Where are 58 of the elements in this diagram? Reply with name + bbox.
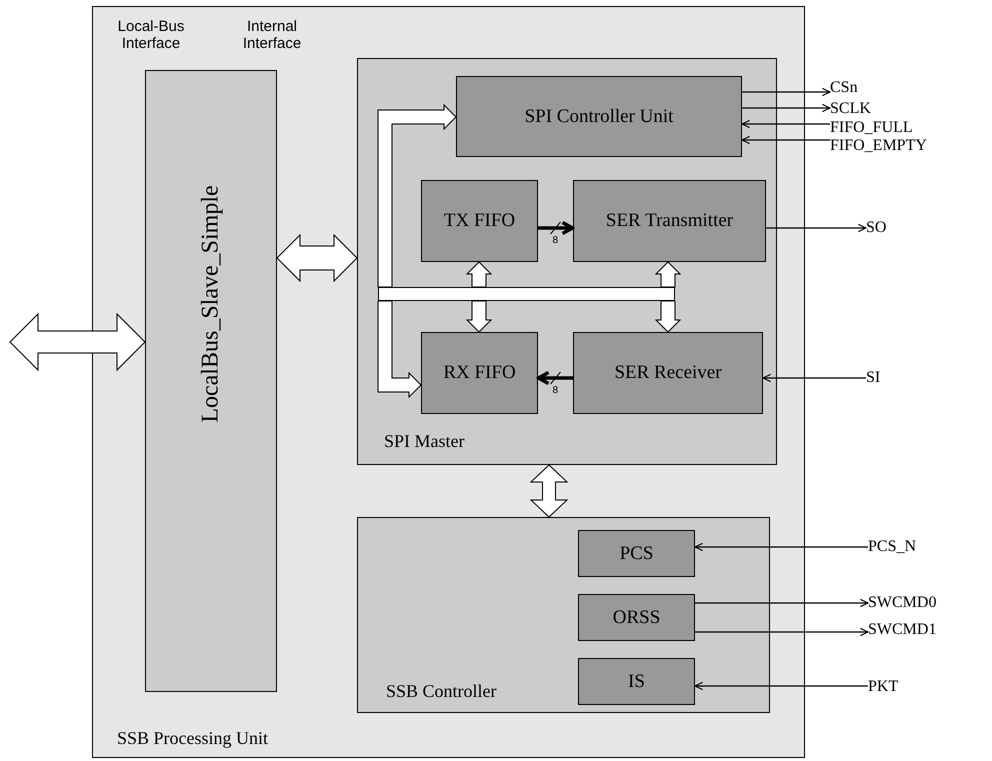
block-box [456, 76, 742, 157]
block-box [578, 594, 695, 641]
interface-label: Internal Interface [242, 18, 302, 52]
unit-panel [92, 6, 805, 758]
block-box [421, 332, 538, 414]
module-bar [145, 70, 277, 692]
block-box [421, 180, 538, 262]
block-title: SER Receiver [614, 362, 722, 384]
signal-label: CSn [830, 79, 858, 97]
panel-title: SPI Master [384, 431, 464, 452]
bus-arrow [654, 300, 682, 333]
bus-arrow [378, 300, 422, 398]
signal-label: PCS_N [868, 538, 916, 556]
block-title: PCS [620, 542, 654, 564]
signal-arrow [695, 598, 869, 608]
signal-arrow [695, 628, 869, 636]
block-title: RX FIFO [443, 362, 516, 384]
signal-arrow [741, 120, 830, 128]
signal-arrow [694, 542, 868, 552]
signal-label: PKT [868, 678, 898, 696]
panel-title: SSB Controller [386, 681, 497, 702]
data-arrow [536, 370, 573, 386]
bus-arrow [9, 312, 146, 372]
bus-arrow [378, 104, 457, 288]
panel-title: LocalBus_Slave_Simple [198, 185, 224, 423]
bus-arrow [466, 261, 492, 288]
bus-bar [378, 287, 675, 301]
module-panel [357, 58, 777, 465]
block-title: ORSS [612, 606, 660, 628]
signal-arrow [742, 104, 831, 112]
panel-title: SSB Processing Unit [117, 728, 268, 749]
interface-label: Local-Bus Interface [116, 18, 186, 52]
signal-arrow [766, 224, 867, 232]
signal-arrow [741, 136, 830, 144]
signal-arrow [694, 682, 868, 690]
signal-label: SCLK [830, 100, 871, 118]
block-box [573, 180, 766, 262]
block-title: SPI Controller Unit [524, 106, 674, 128]
block-box [573, 332, 763, 414]
block-title: SER Transmitter [606, 210, 734, 232]
block-box [578, 658, 695, 705]
bus-arrow [530, 464, 568, 518]
block-title: TX FIFO [444, 210, 516, 232]
bus-arrow [654, 261, 682, 288]
bus-arrow [276, 234, 358, 282]
bus-arrow [466, 300, 492, 333]
data-arrow [538, 220, 574, 236]
block-title: IS [628, 670, 645, 692]
signal-label: SI [866, 369, 880, 387]
signal-arrow [742, 88, 831, 96]
signal-label: SWCMD0 [868, 594, 936, 612]
signal-label: FIFO_EMPTY [830, 137, 927, 155]
signal-label: SO [866, 219, 886, 237]
signal-label: SWCMD1 [868, 621, 936, 639]
signal-label: FIFO_FULL [830, 119, 913, 137]
block-box [578, 530, 695, 577]
module-panel [357, 517, 770, 713]
signal-arrow [762, 374, 866, 382]
